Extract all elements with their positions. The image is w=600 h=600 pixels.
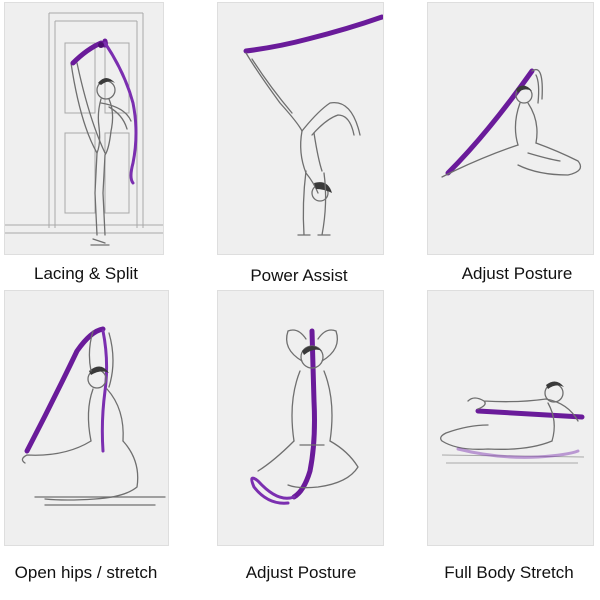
caption-lacing-split: Lacing & Split xyxy=(34,264,138,283)
seated-back-sketch xyxy=(250,328,359,505)
full-body-stretch-sketch xyxy=(440,381,585,464)
image-full-body-stretch xyxy=(427,290,594,546)
caption-adjust-posture-1: Adjust Posture xyxy=(461,264,573,283)
handstand-sketch xyxy=(243,14,383,236)
caption-full-body-stretch: Full Body Stretch xyxy=(444,563,574,582)
image-power-assist xyxy=(217,2,384,255)
caption-power-assist: Power Assist xyxy=(250,266,348,285)
image-adjust-posture-2 xyxy=(217,290,384,546)
image-lacing-split xyxy=(4,2,164,255)
image-adjust-posture-1 xyxy=(427,2,594,255)
caption-open-hips: Open hips / stretch xyxy=(14,563,158,582)
open-hips-sketch xyxy=(21,326,166,506)
caption-adjust-posture-2: Adjust Posture xyxy=(245,563,357,582)
split-sketch xyxy=(5,12,163,246)
image-open-hips xyxy=(4,290,169,546)
side-stretch-sketch xyxy=(441,68,582,178)
